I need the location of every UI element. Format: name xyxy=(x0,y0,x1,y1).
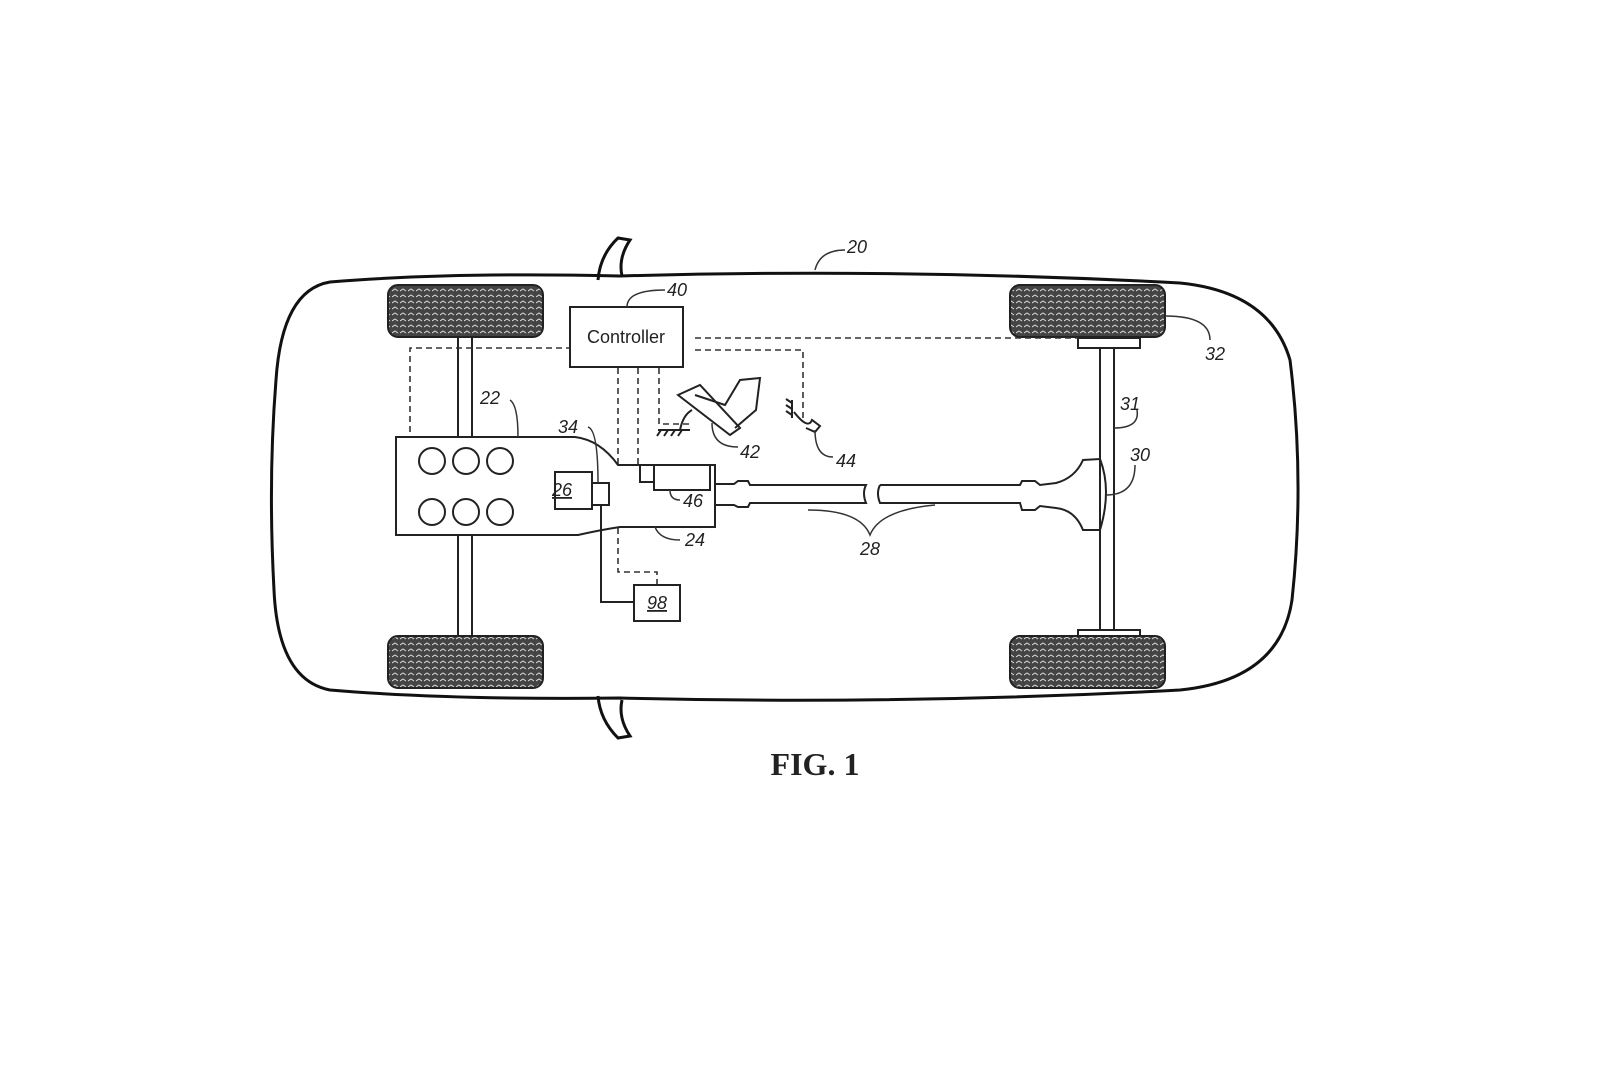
engine-cylinders xyxy=(418,447,514,526)
signal-line-engine xyxy=(409,347,582,437)
ref-42: 42 xyxy=(740,442,760,462)
ref-24: 24 xyxy=(684,530,705,550)
rear-hub-top xyxy=(1077,337,1141,349)
battery-cable xyxy=(600,506,634,603)
controller-label: Controller xyxy=(587,327,665,347)
ref-46: 46 xyxy=(683,491,704,511)
vehicle-body xyxy=(269,271,1300,702)
ref-28: 28 xyxy=(859,539,880,559)
wheel-rear-left xyxy=(1009,284,1166,338)
clutch-box xyxy=(591,482,610,506)
rear-axle xyxy=(1099,347,1115,633)
wheel-front-left xyxy=(387,284,544,338)
wheel-rear-right xyxy=(1009,635,1166,689)
leader-lines xyxy=(509,249,1211,541)
ref-32: 32 xyxy=(1205,344,1225,364)
driveshaft-front xyxy=(715,480,868,508)
sensor-box xyxy=(653,464,711,491)
signal-line-accelerator xyxy=(658,368,692,425)
wheel-front-right xyxy=(387,635,544,689)
accelerator-pedal-icon xyxy=(656,376,762,437)
ref-44: 44 xyxy=(836,451,856,471)
sensor-small-box xyxy=(639,464,655,483)
driveshaft-rear xyxy=(877,457,1107,531)
ref-30: 30 xyxy=(1130,445,1150,465)
ref-31: 31 xyxy=(1120,394,1140,414)
ref-98: 98 xyxy=(647,593,667,613)
left-mirror xyxy=(596,236,633,281)
brake-pedal-icon xyxy=(785,398,822,434)
controller-box xyxy=(569,306,684,368)
ref-22: 22 xyxy=(479,388,500,408)
figure-caption: FIG. 1 xyxy=(771,746,860,782)
ref-26: 26 xyxy=(551,480,573,500)
ref-40: 40 xyxy=(667,280,687,300)
battery-box xyxy=(633,584,681,622)
ref-20: 20 xyxy=(846,237,867,257)
ref-34: 34 xyxy=(558,417,578,437)
signal-line-brake xyxy=(695,349,804,420)
right-mirror xyxy=(596,695,633,740)
